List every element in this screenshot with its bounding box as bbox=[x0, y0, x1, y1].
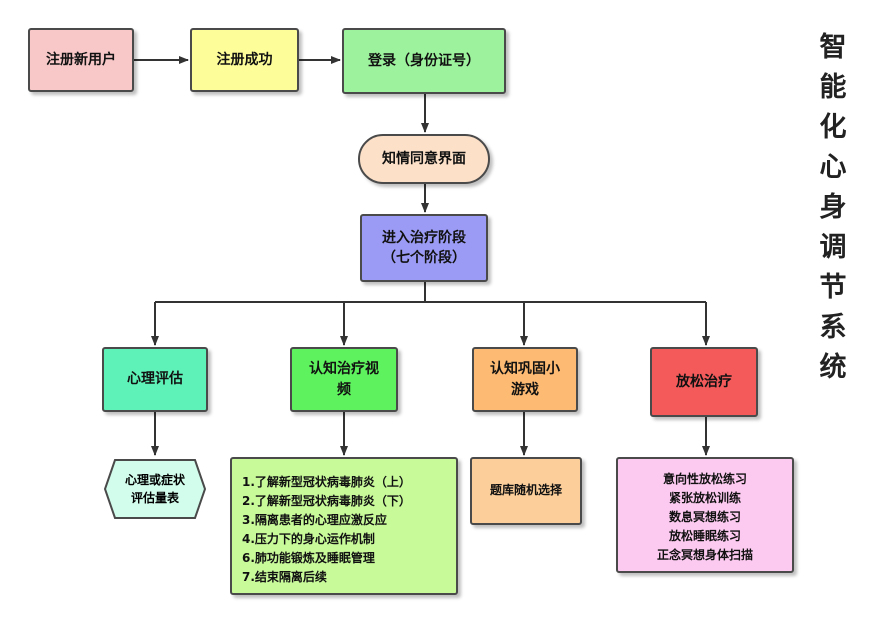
video-list-item: 1.了解新型冠状病毒肺炎（上） bbox=[242, 475, 411, 489]
psych-assessment-label: 心理评估 bbox=[127, 371, 183, 388]
scale-label-line1: 心理或症状 bbox=[124, 473, 185, 487]
psych-assessment-node: 心理评估 bbox=[102, 347, 208, 412]
treatment-node: 进入治疗阶段 （七个阶段） bbox=[360, 214, 488, 282]
relax-node: 放松治疗 bbox=[650, 347, 758, 417]
consent-label: 知情同意界面 bbox=[382, 150, 466, 167]
relax-list-item: 正念冥想身体扫描 bbox=[656, 548, 753, 562]
login-node: 登录（身份证号） bbox=[342, 28, 506, 94]
cbt-video-label-line2: 频 bbox=[337, 381, 351, 398]
game-node: 认知巩固小 游戏 bbox=[472, 347, 578, 412]
register-success-label: 注册成功 bbox=[216, 51, 273, 68]
quiz-label: 题库随机选择 bbox=[489, 483, 562, 498]
video-list-item: 3.隔离患者的心理应激反应 bbox=[242, 513, 387, 527]
treatment-label-line1: 进入治疗阶段 bbox=[382, 229, 466, 246]
cbt-video-node: 认知治疗视 频 bbox=[290, 347, 398, 412]
video-list-item: 6.肺功能锻炼及睡眠管理 bbox=[242, 551, 375, 565]
video-list-item: 7.结束隔离后续 bbox=[242, 570, 327, 584]
scale-label-line2: 评估量表 bbox=[130, 491, 179, 505]
relax-list-box: 意向性放松练习 紧张放松训练 数息冥想练习 放松睡眠练习 正念冥想身体扫描 bbox=[616, 457, 794, 573]
video-list-item: 2.了解新型冠状病毒肺炎（下） bbox=[242, 494, 411, 508]
video-list-item: 4.压力下的身心运作机制 bbox=[242, 532, 375, 546]
login-label: 登录（身份证号） bbox=[368, 52, 480, 69]
register-label: 注册新用户 bbox=[46, 51, 116, 68]
treatment-label-line2: （七个阶段） bbox=[382, 250, 466, 266]
quiz-node: 题库随机选择 bbox=[470, 457, 582, 525]
relax-list-item: 紧张放松训练 bbox=[668, 491, 741, 505]
register-success-node: 注册成功 bbox=[190, 28, 299, 92]
relax-list-item: 意向性放松练习 bbox=[662, 472, 747, 486]
hexagon-shape bbox=[103, 459, 207, 519]
cbt-video-label-line1: 认知治疗视 bbox=[309, 361, 379, 378]
game-label-line2: 游戏 bbox=[511, 381, 539, 398]
video-list-box: 1.了解新型冠状病毒肺炎（上） 2.了解新型冠状病毒肺炎（下） 3.隔离患者的心… bbox=[230, 457, 458, 595]
branch-connector bbox=[155, 282, 426, 303]
register-node: 注册新用户 bbox=[28, 28, 134, 92]
game-label-line1: 认知巩固小 bbox=[490, 361, 560, 378]
scale-node: 心理或症状 评估量表 bbox=[103, 458, 207, 520]
relax-list-item: 数息冥想练习 bbox=[668, 510, 741, 524]
relax-list-item: 放松睡眠练习 bbox=[668, 529, 741, 543]
relax-label: 放松治疗 bbox=[676, 373, 732, 390]
consent-node: 知情同意界面 bbox=[358, 134, 490, 184]
diagram-title: 智能化心身调节系统 bbox=[819, 32, 847, 383]
